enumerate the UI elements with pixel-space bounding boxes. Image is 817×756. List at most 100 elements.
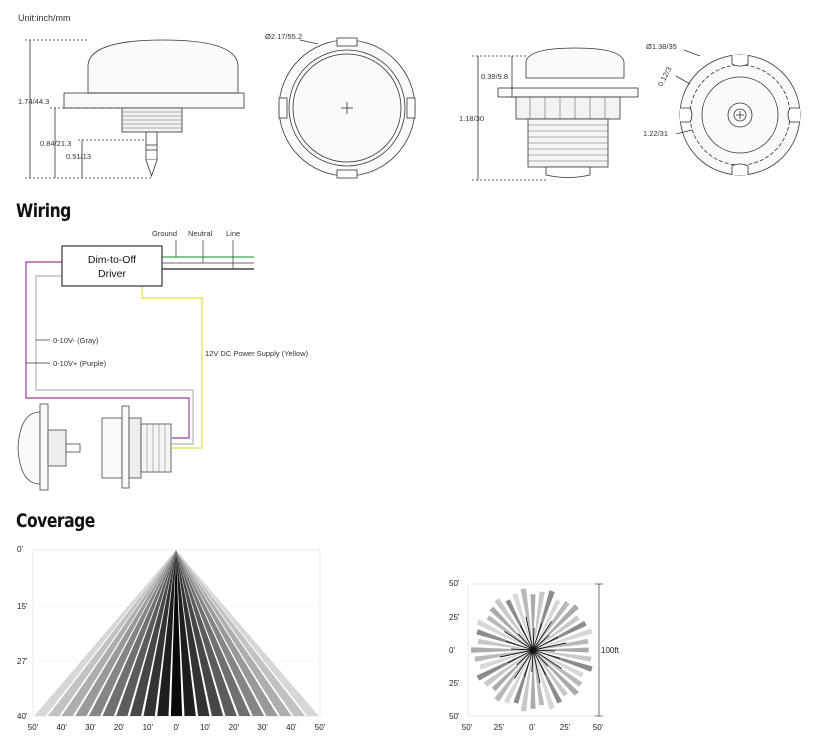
coverage-beam xyxy=(116,550,176,716)
top-y-tick-label: 25' xyxy=(449,613,460,622)
coverage-beam xyxy=(34,550,177,716)
gray-wire-label: 0-10V- (Gray) xyxy=(53,336,99,345)
side-coverage-beams xyxy=(34,550,319,716)
coverage-spoke xyxy=(489,606,533,650)
side-x-tick-label: 30' xyxy=(257,723,268,732)
coverage-spoke xyxy=(533,650,592,662)
socket-illustration xyxy=(101,405,172,489)
top-y-tick-label: 0' xyxy=(449,646,455,655)
side-y-tick-label: 27' xyxy=(17,657,28,666)
coverage-beam xyxy=(176,550,319,716)
top-y-tick-label: 25' xyxy=(449,679,460,688)
coverage-beam xyxy=(176,550,251,716)
coverage-beam xyxy=(176,550,265,716)
coverage-beam xyxy=(176,550,224,716)
dim-top-diameter: Ø2.17/55.2 xyxy=(265,32,302,41)
coverage-core-spoke xyxy=(532,627,535,651)
coverage-core-spoke xyxy=(507,649,534,664)
coverage-beam xyxy=(102,550,176,716)
coverage-core-spoke xyxy=(532,649,547,676)
coverage-spoke xyxy=(476,629,533,650)
coverage-core-spoke xyxy=(532,649,562,669)
yellow-wire-label: 12V DC Power Supply (Yellow) xyxy=(205,349,309,358)
side-x-tick-label: 10' xyxy=(200,723,211,732)
coverage-spoke xyxy=(477,638,533,650)
side-y-tick-label: 0' xyxy=(17,545,23,554)
coverage-spoke xyxy=(533,590,555,650)
coverage-beam xyxy=(176,550,278,716)
coverage-core-spoke xyxy=(532,649,549,667)
coverage-spoke xyxy=(503,650,533,704)
sensor-illustration xyxy=(17,403,81,491)
dim-mount-height: 1.18/30 xyxy=(459,114,484,123)
driver-label-line1: Dim-to-Off xyxy=(88,254,136,266)
ground-label: Ground xyxy=(152,229,177,238)
coverage-spoke xyxy=(491,650,533,692)
coverage-core-spoke xyxy=(532,623,543,651)
side-x-tick-label: 20' xyxy=(114,723,125,732)
coverage-beam xyxy=(129,550,176,716)
coverage-core-spoke xyxy=(525,616,534,651)
side-x-tick-label: 0' xyxy=(174,723,180,732)
coverage-core-spoke xyxy=(519,624,534,651)
coverage-spoke xyxy=(533,628,593,650)
dim-pin-height: 0.51/13 xyxy=(66,152,91,161)
coverage-core-spoke xyxy=(532,634,550,651)
coverage-spoke xyxy=(483,650,533,687)
side-y-tick-label: 15' xyxy=(17,602,28,611)
purple-wire-label: 0-10V+ (Purple) xyxy=(53,359,107,368)
coverage-core-spoke xyxy=(517,633,534,651)
coverage-spoke xyxy=(533,600,570,650)
coverage-spoke xyxy=(530,650,536,709)
coverage-core-spoke xyxy=(532,649,556,652)
top-x-tick-label: 50' xyxy=(593,723,604,732)
top-y-tick-label: 50' xyxy=(449,579,460,588)
coverage-beam xyxy=(176,550,210,716)
top-x-tick-label: 50' xyxy=(462,723,473,732)
coverage-spoke xyxy=(533,650,568,697)
wiring-title: Wiring xyxy=(16,200,71,222)
dim-base-diameter: Ø1.38/35 xyxy=(646,42,677,51)
coverage-spoke xyxy=(533,599,561,650)
coverage-beam xyxy=(176,550,196,716)
coverage-beam xyxy=(176,550,237,716)
coverage-spoke xyxy=(479,650,533,670)
coverage-beam xyxy=(176,550,306,716)
dim-side-height: 1.74/44.3 xyxy=(18,97,49,106)
coverage-core-spoke xyxy=(532,649,541,684)
side-x-tick-label: 10' xyxy=(143,723,154,732)
coverage-spoke xyxy=(533,604,579,650)
side-x-tick-label: 50' xyxy=(315,723,326,732)
coverage-spoke xyxy=(533,647,589,653)
coverage-spoke xyxy=(533,650,593,672)
coverage-beam xyxy=(143,550,176,716)
top-x-tick-label: 25' xyxy=(494,723,505,732)
coverage-core-spoke xyxy=(514,649,534,679)
coverage-spoke xyxy=(533,591,545,650)
coverage-core-spoke xyxy=(532,642,567,651)
driver-label-line2: Driver xyxy=(98,268,127,280)
top-coverage-beams xyxy=(471,588,593,712)
coverage-title: Coverage xyxy=(16,510,95,532)
dim-inner-diameter: 1.22/31 xyxy=(643,129,668,138)
coverage-core-spoke xyxy=(506,640,534,651)
coverage-spoke xyxy=(533,650,583,687)
coverage-spoke xyxy=(533,615,580,650)
coverage-core-spoke xyxy=(532,621,552,651)
unit-label: Unit:inch/mm xyxy=(18,13,71,23)
coverage-beam xyxy=(157,550,176,716)
coverage-spoke xyxy=(533,650,579,696)
side-x-tick-label: 40' xyxy=(286,723,297,732)
dim-connector-height: 0.84/21.3 xyxy=(40,139,71,148)
driver-box xyxy=(61,245,163,287)
top-x-tick-label: 25' xyxy=(560,723,571,732)
coverage-spoke xyxy=(512,593,533,650)
range-label: 100ft xyxy=(601,646,620,655)
coverage-beam xyxy=(176,550,292,716)
coverage-beam xyxy=(170,550,183,716)
coverage-beam xyxy=(61,550,176,716)
coverage-core-spoke xyxy=(523,649,534,677)
coverage-core-spoke xyxy=(504,631,534,651)
